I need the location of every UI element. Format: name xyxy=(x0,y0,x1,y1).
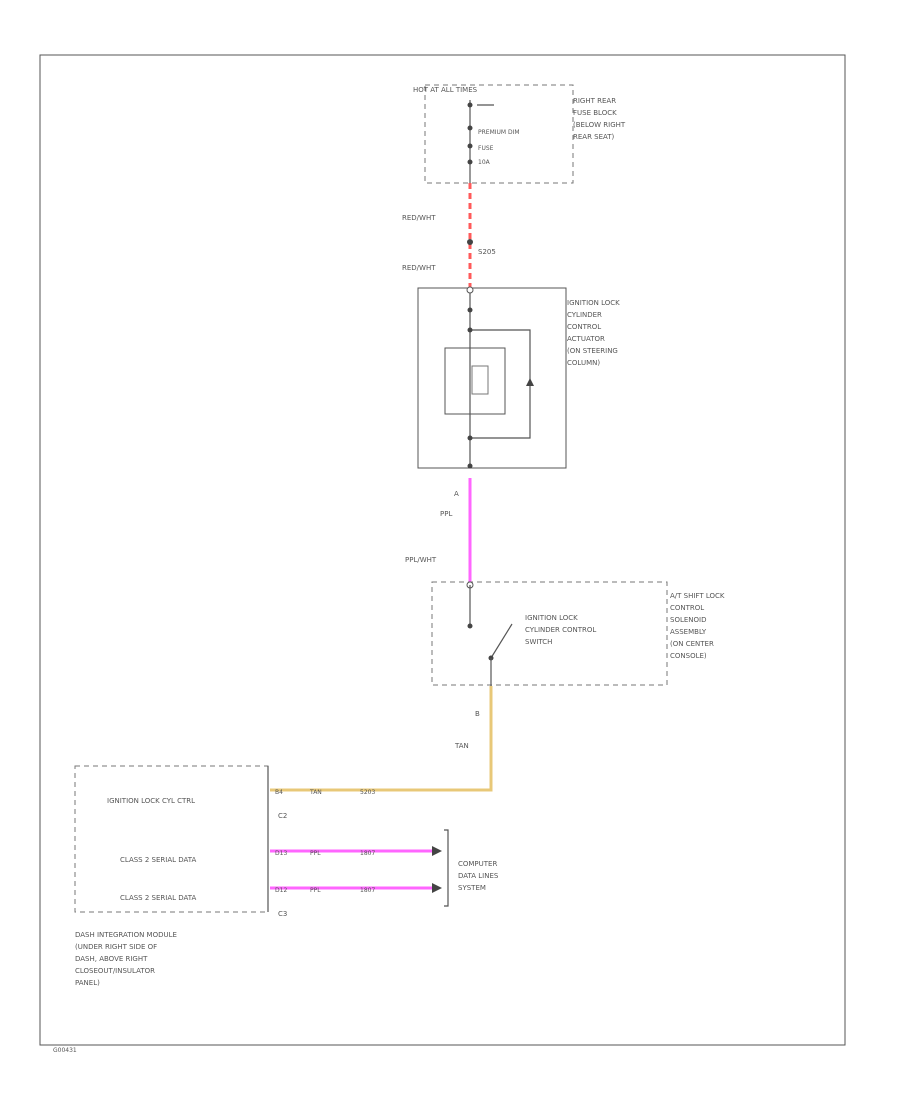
dim-row-ignition: IGNITION LOCK CYL CTRL xyxy=(107,797,195,805)
actuator-inner xyxy=(444,347,506,415)
dim-label: DASH INTEGRATION MODULE (UNDER RIGHT SID… xyxy=(75,931,179,987)
serial-data-wires: D13 PPL 1807 D12 PPL 1807 COMPUTER DATA … xyxy=(270,829,501,907)
actuator-node xyxy=(467,435,473,441)
shift-lock-label: A/T SHIFT LOCK CONTROL SOLENOID ASSEMBLY… xyxy=(670,592,727,660)
shift-lock-outline xyxy=(431,581,668,686)
actuator-node xyxy=(467,327,473,333)
red-wht-lower-label: RED/WHT xyxy=(402,264,436,272)
dim-row-serial-2: CLASS 2 SERIAL DATA xyxy=(120,894,196,902)
computer-data-label: COMPUTER DATA LINES SYSTEM xyxy=(458,860,501,892)
red-wht-upper-label: RED/WHT xyxy=(402,214,436,222)
fuse-block-header: HOT AT ALL TIMES xyxy=(413,86,478,94)
switch-label: IGNITION LOCK CYLINDER CONTROL SWITCH xyxy=(525,614,599,646)
serial-1-circuit: 1807 xyxy=(360,850,375,857)
shift-lock-assembly: IGNITION LOCK CYLINDER CONTROL SWITCH A/… xyxy=(431,581,727,686)
diagram-code: G00431 xyxy=(53,1047,77,1054)
actuator-node xyxy=(467,463,473,469)
computer-data-bracket xyxy=(444,829,449,907)
actuator-node xyxy=(467,307,473,313)
dim-outline xyxy=(74,765,269,913)
ppl-label: PPL xyxy=(440,510,452,518)
tan-pin-label: B xyxy=(475,710,480,718)
tan-row-circuit: 5203 xyxy=(360,789,375,796)
fuse-terminal xyxy=(467,143,473,149)
ppl-wht-label: PPL/WHT xyxy=(405,556,437,564)
fuse-name: PREMIUM DIM xyxy=(478,129,520,136)
fuse-block-outline xyxy=(424,84,574,184)
tan-row-color: TAN xyxy=(309,789,322,796)
fuse-word: FUSE xyxy=(478,145,494,152)
actuator-terminal xyxy=(466,286,474,294)
fuse-terminal xyxy=(467,159,473,165)
red-wht-wire: RED/WHT S205 RED/WHT xyxy=(402,183,496,290)
tan-wire-path xyxy=(270,686,493,792)
actuator: IGNITION LOCK CYLINDER CONTROL ACTUATOR … xyxy=(417,286,622,469)
ppl-wire: A PPL PPL/WHT xyxy=(405,478,472,585)
tan-row-pin: B4 xyxy=(275,789,283,796)
fuse-terminal xyxy=(467,125,473,131)
diagram-frame xyxy=(39,54,846,1046)
splice-dot xyxy=(467,239,473,245)
actuator-loop xyxy=(470,329,531,439)
dim-row-serial-1: CLASS 2 SERIAL DATA xyxy=(120,856,196,864)
serial-arrow-2 xyxy=(432,883,442,893)
dim-connector-c2: C2 xyxy=(278,812,287,820)
switch-blade xyxy=(490,623,513,659)
actuator-coil xyxy=(471,365,489,395)
fuse-block-location: RIGHT REAR FUSE BLOCK (BELOW RIGHT REAR … xyxy=(573,97,627,141)
serial-2-color: PPL xyxy=(310,887,321,894)
tan-wire: B TAN B4 TAN 5203 xyxy=(270,686,493,796)
splice-label: S205 xyxy=(478,248,496,256)
actuator-outline xyxy=(417,287,567,469)
fuse-block: HOT AT ALL TIMES PREMIUM DIM FUSE 10A RI… xyxy=(413,84,627,184)
serial-arrow-1 xyxy=(432,846,442,856)
tan-label: TAN xyxy=(454,742,469,750)
serial-1-color: PPL xyxy=(310,850,321,857)
dim-connector-c3: C3 xyxy=(278,910,287,918)
dash-integration-module: IGNITION LOCK CYL CTRL CLASS 2 SERIAL DA… xyxy=(74,765,287,987)
serial-1-pin: D13 xyxy=(275,850,287,857)
ppl-pin-label: A xyxy=(454,490,459,498)
actuator-direction-arrow xyxy=(526,378,534,386)
serial-2-pin: D12 xyxy=(275,887,287,894)
fuse-terminal xyxy=(467,102,473,108)
actuator-label: IGNITION LOCK CYLINDER CONTROL ACTUATOR … xyxy=(567,299,622,367)
fuse-amp: 10A xyxy=(478,159,491,166)
serial-2-circuit: 1807 xyxy=(360,887,375,894)
switch-contact xyxy=(467,623,473,629)
